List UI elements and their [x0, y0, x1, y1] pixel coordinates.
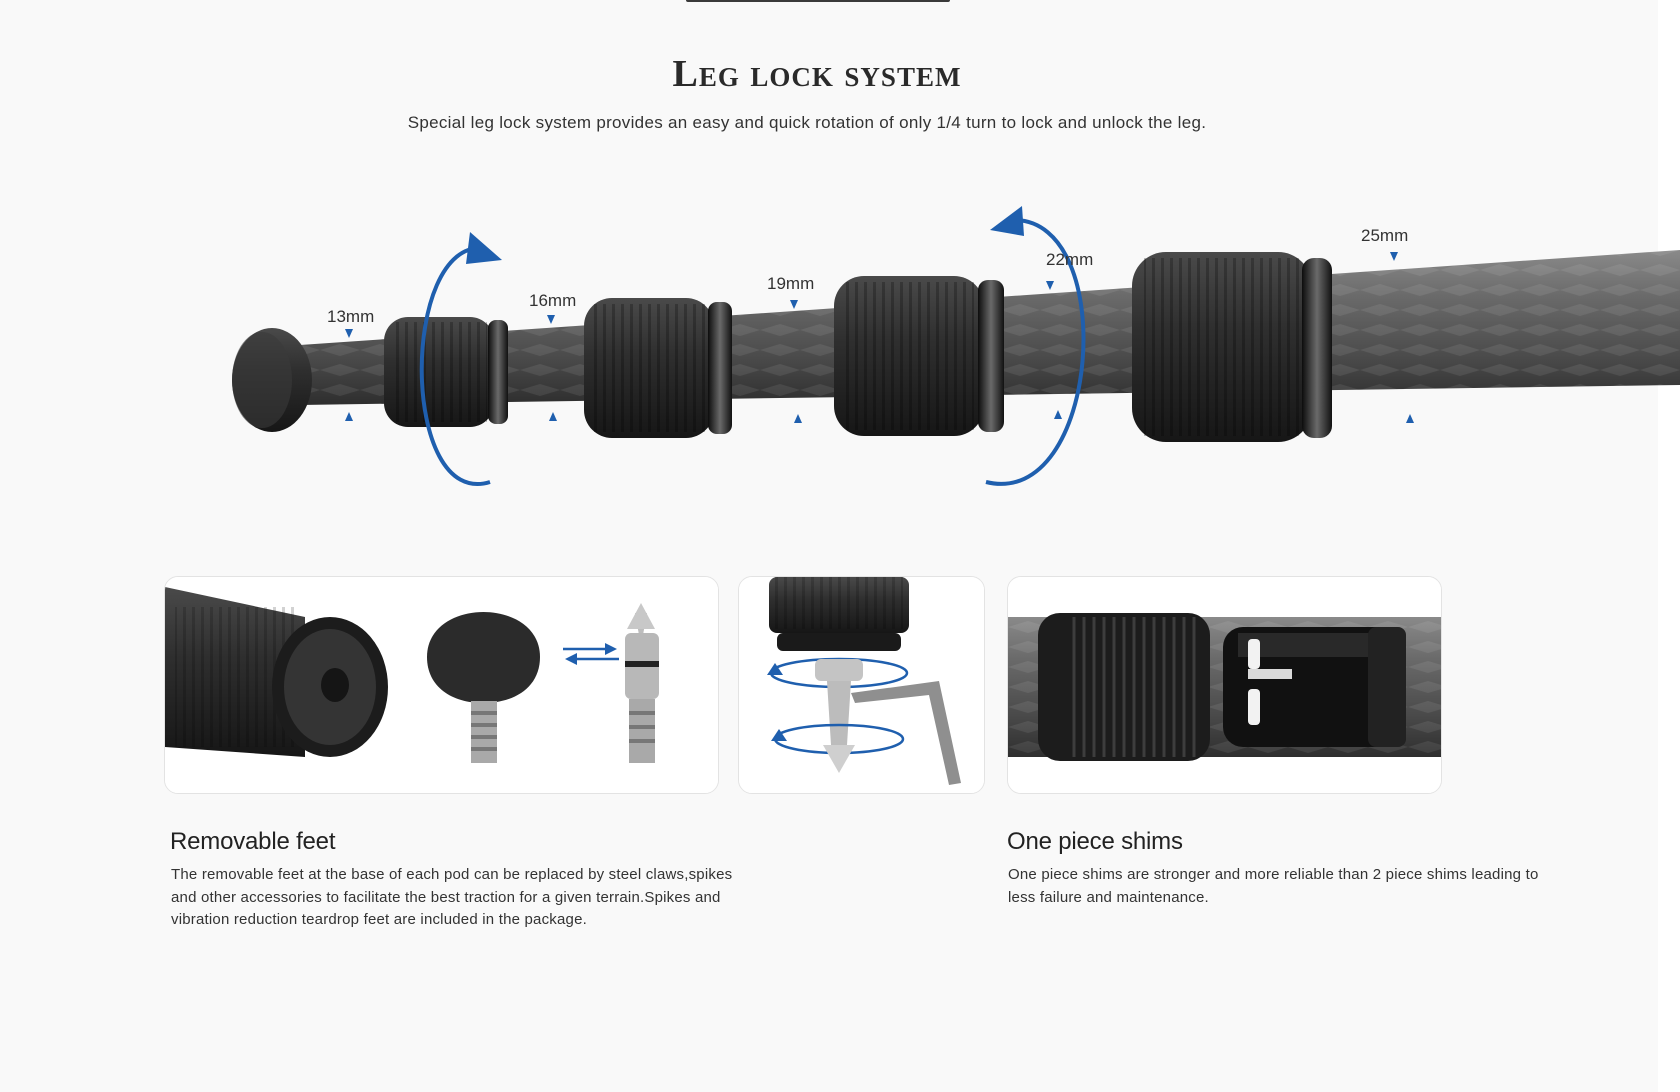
diameter-label-22: 22mm — [1046, 250, 1093, 269]
removable-feet-text: The removable feet at the base of each p… — [171, 866, 733, 928]
section-subtitle: Special leg lock system provides an easy… — [407, 113, 1207, 132]
swap-arrows-icon — [563, 643, 619, 665]
diameter-label-13: 13mm — [327, 307, 374, 326]
diameter-label-16: 16mm — [529, 291, 576, 310]
one-piece-shims-title: One piece shims — [1007, 828, 1183, 855]
one-piece-shims-text: One piece shims are stronger and more re… — [1008, 866, 1539, 906]
diameter-label-19: 19mm — [767, 274, 814, 293]
tripod-leg-image: 13mm 16mm 19mm 22mm 25mm — [232, 206, 1680, 487]
leg-lock-illustration: 13mm 16mm 19mm 22mm 25mm — [0, 180, 1680, 520]
removable-feet-image — [164, 576, 719, 794]
removable-feet-title: Removable feet — [170, 828, 336, 855]
section-title: Leg lock system — [672, 53, 962, 95]
top-divider — [686, 0, 950, 2]
rotate-arrow-right-icon — [985, 206, 1086, 486]
rotate-arrow-left-icon — [419, 232, 502, 487]
shims-image — [1007, 576, 1442, 794]
diameter-markers — [345, 252, 1414, 423]
spike-lock-image — [738, 576, 985, 794]
diameter-label-25: 25mm — [1361, 226, 1408, 245]
